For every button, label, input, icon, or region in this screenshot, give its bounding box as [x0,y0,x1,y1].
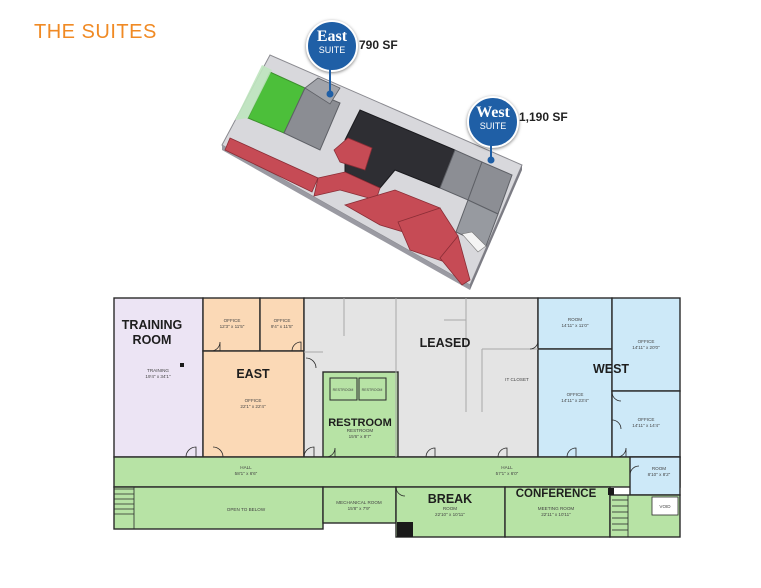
page-title: THE SUITES [34,21,157,43]
stair-right [612,495,679,537]
training-room [113,297,204,458]
hall-right-dims: 57'1" x 6'0" [496,471,519,476]
east-pin-stem [326,68,334,98]
west-office-b-dims: 14'11" x 20'0" [632,345,660,350]
office-b-dims: 9'4" x 11'5" [271,324,294,329]
west-suite-name: West [476,104,510,121]
west-sub: OFFICE [567,392,584,397]
west-dims: 14'11" x 23'4" [561,398,589,403]
hall-right-sub: HALL [501,465,513,470]
restroom-dims: 15'6" x 8'7" [349,434,372,439]
leased-partitions [304,298,538,457]
break-sub: ROOM [443,506,457,511]
break-dims: 22'10" x 10'11" [435,512,465,517]
hall-left-sub: HALL [240,465,252,470]
break-title: BREAK [428,492,472,506]
east-suite-sub: SUITE [318,45,346,55]
east-suite-pin: East SUITE [306,20,358,72]
it-closet-label: IT CLOSET [505,377,529,382]
east-sub: OFFICE [245,398,262,403]
iso-slab-edge-right [470,165,522,290]
west-room-dims: 14'11" x 11'0" [561,323,588,328]
west-office-c-dims: 14'11" x 14'4" [632,423,660,428]
office-a-sub: OFFICE [224,318,241,323]
office-b [259,297,305,352]
west-office-b [611,297,681,392]
east-suite-area: 790 SF [359,38,398,52]
west-room-sub: ROOM [568,317,582,322]
iso-slab-edge [222,145,470,290]
iso-east-office-a [283,87,341,151]
training-sub: TRAINING [147,368,169,373]
west-office-c [611,390,681,458]
west-office-c-sub: OFFICE [638,417,655,422]
mechanical-sub: MECHANICAL ROOM [336,500,382,505]
stair-left [114,487,135,529]
hall [113,456,681,488]
restroom-stall-1-label: RESTROOM [333,388,354,392]
west-small-room-dims: 8'10" x 8'2" [648,472,671,477]
west-suite-area: 1,190 SF [519,110,568,124]
break-room [395,486,506,538]
isometric-floor-view [221,54,523,290]
column-block [397,522,413,537]
west-office-b-sub: OFFICE [638,339,655,344]
restroom-stall-2 [358,377,387,401]
west-pin-stem [487,144,495,164]
iso-restroom [333,137,373,171]
west-title: WEST [593,362,629,376]
hall-left-dims: 58'1" x 6'6" [235,471,258,476]
iso-east-office-b [304,77,341,105]
restroom-sub: RESTROOM [347,428,374,433]
conference-dims: 22'11" x 10'11" [541,512,571,517]
column-small [608,488,614,495]
restroom-title: RESTROOM [328,417,392,429]
conference-sub: MEETING ROOM [538,506,575,511]
restroom-stall-1 [329,377,358,401]
west-suite-sub: SUITE [479,121,507,131]
training-dims: 19'4" x 34'1" [145,374,171,379]
training-title-2: ROOM [133,333,172,347]
training-title-1: TRAINING [122,318,182,332]
east-suite-name: East [316,28,348,45]
training-marker [180,363,184,367]
east-office [202,350,305,458]
east-title: EAST [236,367,270,381]
door-swings [185,340,640,497]
iso-training-glass [235,65,272,120]
mechanical-room [322,486,397,524]
mechanical-dims: 15'8" x 7'9" [348,506,371,511]
west-small-room-sub: ROOM [652,466,666,471]
open-to-below-label: OPEN TO BELOW [227,507,266,512]
iso-hall-right [439,235,471,286]
conference-room [504,486,611,538]
west-room [537,297,613,350]
restroom-stall-2-label: RESTROOM [362,388,383,392]
iso-hall-left [224,137,319,193]
conference-title: CONFERENCE [516,488,597,500]
east-dims: 22'1" x 22'4" [240,404,266,409]
void-label: VOID [659,504,671,509]
west-suite-pin: West SUITE [467,96,519,148]
office-a-dims: 12'3" x 11'5" [220,324,245,329]
leased-title: LEASED [420,336,471,350]
open-to-below-area [113,486,324,530]
iso-void [461,231,487,253]
office-b-sub: OFFICE [274,318,291,323]
